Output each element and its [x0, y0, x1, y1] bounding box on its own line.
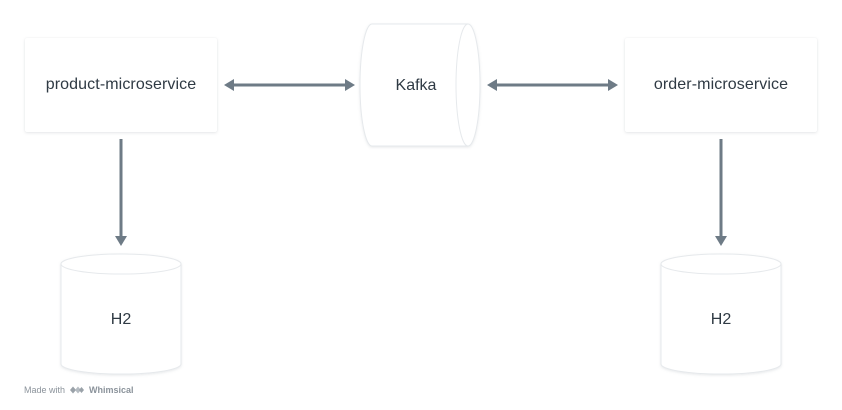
h2-right-cylinder-shape: [660, 253, 782, 375]
h2-right-label: H2: [710, 311, 732, 328]
arrow-product-kafka: [224, 79, 355, 91]
kafka-label: Kafka: [395, 77, 437, 94]
h2-left-cylinder-shape: [60, 253, 182, 375]
arrow-order-h2: [715, 139, 727, 246]
kafka-cylinder-shape: [359, 23, 481, 147]
product-microservice-node[interactable]: product-microservice: [25, 38, 217, 132]
order-microservice-label: order-microservice: [653, 76, 789, 93]
order-microservice-node[interactable]: order-microservice: [625, 38, 817, 132]
arrow-product-h2: [115, 139, 127, 246]
whimsical-brand-text: Whimsical: [89, 385, 134, 395]
whimsical-logo-icon: [69, 385, 85, 395]
product-microservice-label: product-microservice: [45, 76, 197, 93]
arrow-kafka-order: [487, 79, 618, 91]
made-with-text: Made with: [24, 385, 66, 395]
h2-left-label: H2: [110, 311, 132, 328]
made-with-whimsical-badge: Made with Whimsical: [24, 385, 134, 395]
